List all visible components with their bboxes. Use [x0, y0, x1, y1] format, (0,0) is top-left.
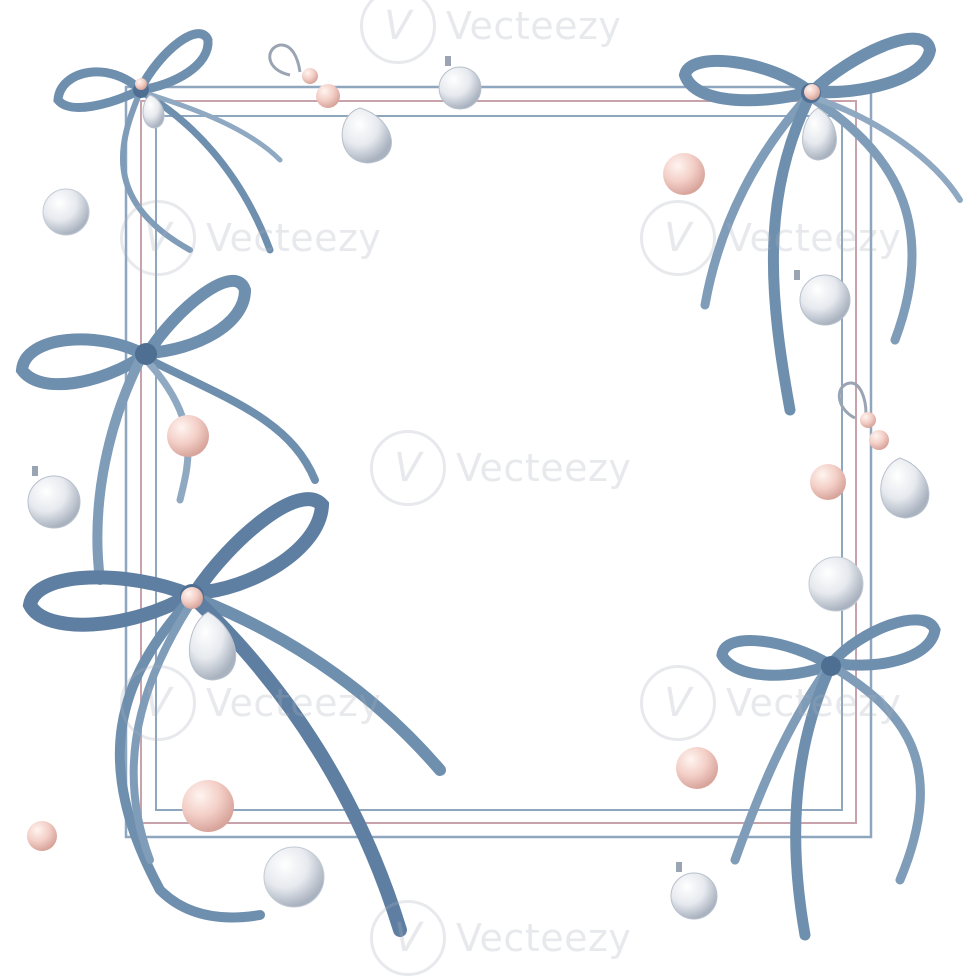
pearl-earring-right — [837, 381, 930, 519]
ribbon-bow-lower-right — [716, 614, 941, 941]
white-pearls — [42, 188, 864, 908]
ribbon-bow-middle-left — [15, 274, 319, 585]
pearl-earring-top — [268, 43, 392, 164]
pink-pearls — [27, 153, 846, 851]
ribbon-bow-lower-left — [22, 492, 446, 937]
ribbon-bow-top-left — [53, 29, 283, 254]
pearl-drops — [135, 78, 837, 681]
frame — [124, 85, 873, 839]
ribbon-bow-top-right — [678, 32, 963, 416]
silver-beads — [27, 56, 851, 920]
